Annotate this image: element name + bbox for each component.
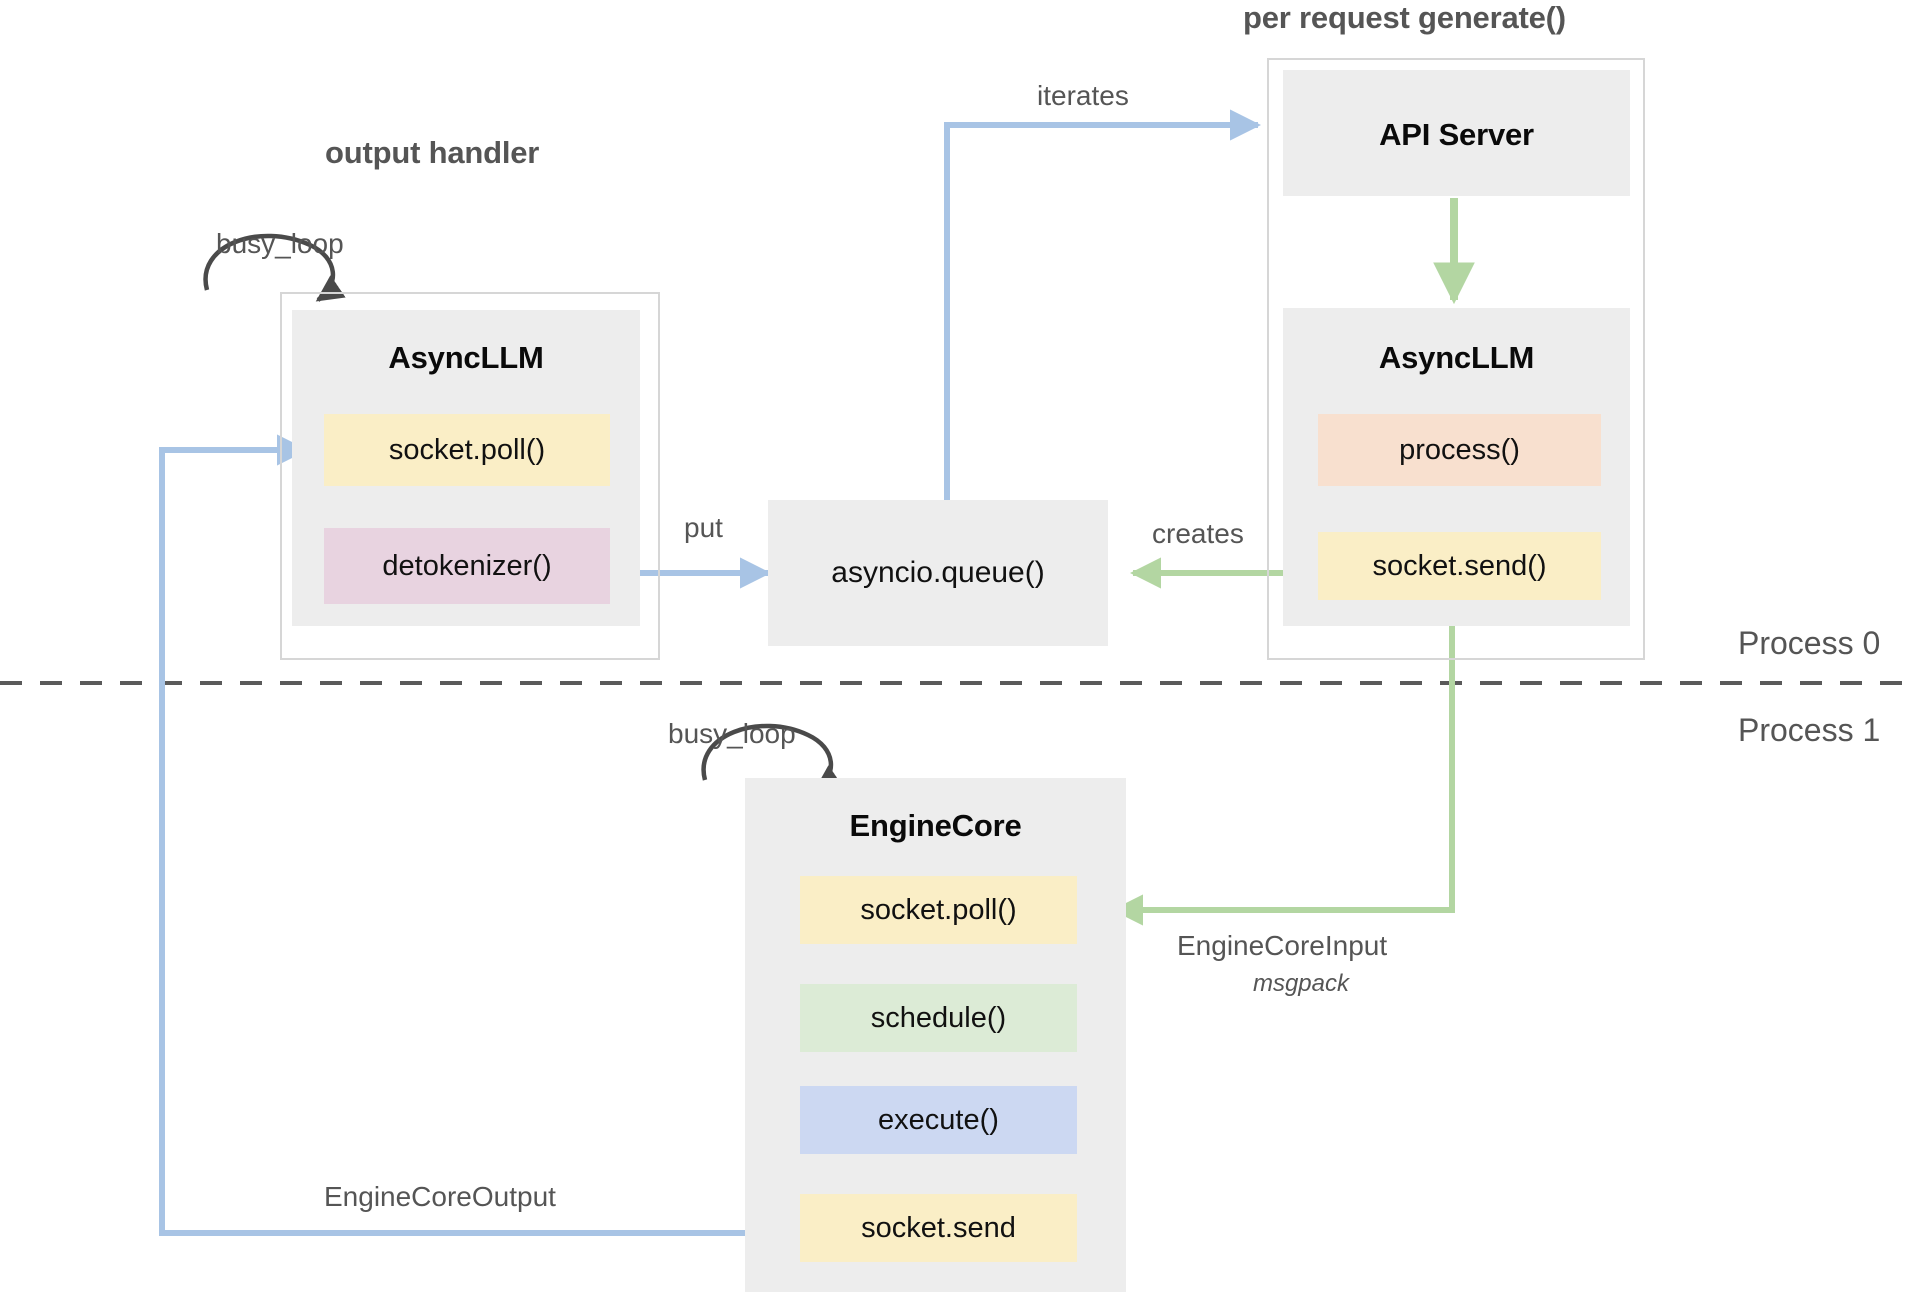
output-handler-label: output handler bbox=[325, 135, 540, 170]
process-0-label: Process 0 bbox=[1738, 625, 1881, 661]
iterates-label: iterates bbox=[1037, 80, 1129, 111]
enginecore-title: EngineCore bbox=[849, 808, 1022, 843]
engine-core-output-label: EngineCoreOutput bbox=[324, 1181, 556, 1212]
asyncllm-left-title: AsyncLLM bbox=[388, 340, 544, 375]
put-label: put bbox=[684, 512, 723, 543]
enginecore-method-socket-poll[interactable]: socket.poll() bbox=[800, 876, 1077, 944]
asyncllm-right-method-socket-send[interactable]: socket.send() bbox=[1318, 532, 1601, 600]
engine-core-input-label: EngineCoreInput bbox=[1177, 930, 1388, 961]
asyncllm-left-method-socket-poll[interactable]: socket.poll() bbox=[324, 414, 610, 486]
node-asyncio-queue[interactable]: asyncio.queue() bbox=[768, 500, 1108, 646]
busy-loop-left-label: busy_loop bbox=[216, 228, 344, 259]
per-request-label: per request generate() bbox=[1243, 0, 1566, 35]
output-handler-frame bbox=[280, 292, 660, 660]
asyncllm-right-method-process[interactable]: process() bbox=[1318, 414, 1601, 486]
iterates-arrow bbox=[944, 109, 1262, 505]
asyncllm-left-method-detokenizer[interactable]: detokenizer() bbox=[324, 528, 610, 604]
api-server-title: API Server bbox=[1379, 117, 1534, 152]
creates-label: creates bbox=[1152, 518, 1244, 549]
asyncllm-right-title: AsyncLLM bbox=[1378, 340, 1535, 375]
enginecore-method-schedule[interactable]: schedule() bbox=[800, 984, 1077, 1052]
engine-core-input-sublabel: msgpack bbox=[1252, 970, 1350, 997]
per-request-frame bbox=[1267, 58, 1645, 660]
process-1-label: Process 1 bbox=[1738, 712, 1881, 748]
enginecore-method-execute[interactable]: execute() bbox=[800, 1086, 1077, 1154]
node-api-server[interactable] bbox=[1283, 70, 1630, 196]
enginecore-method-socket-send[interactable]: socket.send bbox=[800, 1194, 1077, 1262]
busy-loop-engine-label: busy_loop bbox=[668, 718, 796, 749]
